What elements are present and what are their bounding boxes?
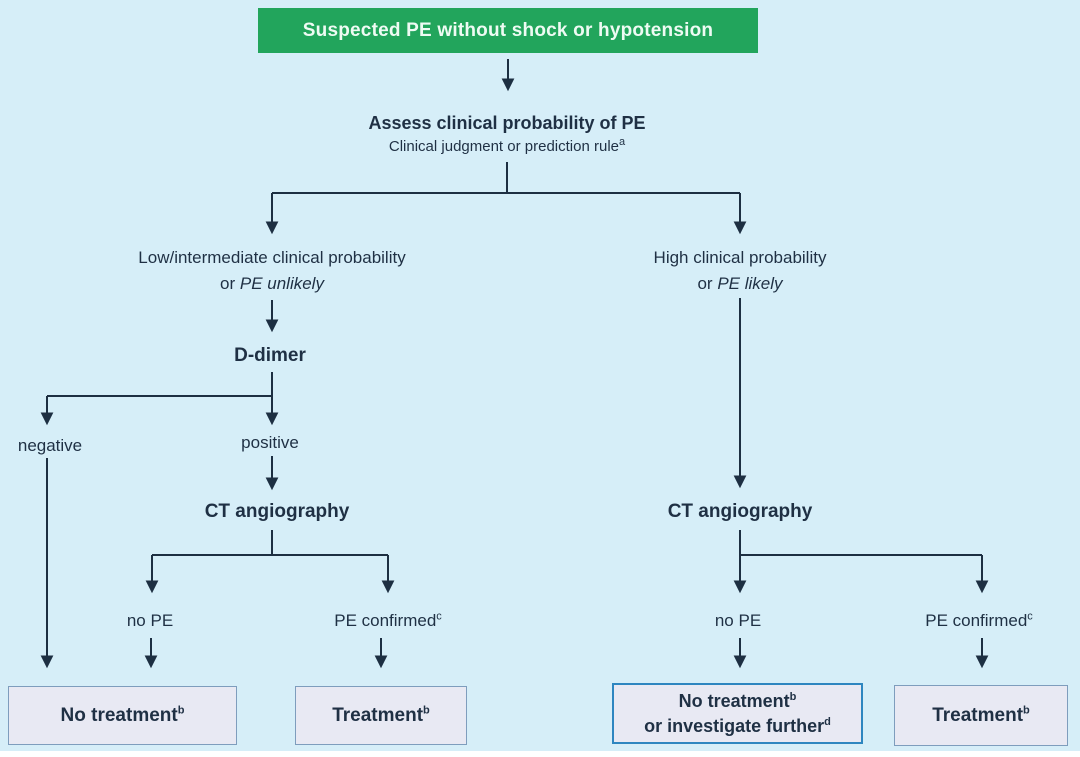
node-ct-angiography-right: CT angiography (667, 501, 813, 522)
footnote-c: c (436, 610, 442, 623)
label-negative: negative (17, 436, 83, 455)
node-assess-probability: Assess clinical probability of PE Clinic… (368, 110, 645, 157)
left-branch-line2: or PE unlikely (220, 274, 324, 293)
outcome-treatment-right: Treatmentb (894, 685, 1068, 746)
connector-assess-split-rail (272, 162, 740, 194)
pe-unlikely-italic: PE unlikely (239, 274, 324, 293)
label-pe-confirmed-right: PE confirmedc (925, 610, 1033, 630)
node-d-dimer: D-dimer (234, 345, 306, 366)
footnote-c: c (1027, 610, 1033, 623)
connector-ctleft-split-rail (152, 530, 388, 556)
pe-likely-italic: PE likely (717, 274, 783, 293)
outcome-no-treatment: No treatmentb (8, 686, 237, 745)
footnote-b: b (1023, 704, 1030, 717)
right-branch-line1: High clinical probability (653, 248, 827, 267)
label-pe-confirmed-left: PE confirmedc (334, 610, 442, 630)
bottom-margin (0, 751, 1080, 757)
footnote-d: d (824, 715, 831, 728)
node-high-probability: High clinical probability or PE likely (654, 245, 827, 297)
footnote-b: b (423, 704, 430, 717)
node-low-intermediate-probability: Low/intermediate clinical probability or… (138, 245, 405, 297)
assess-title: Assess clinical probability of PE (368, 113, 646, 133)
header-label: Suspected PE without shock or hypotensio… (302, 19, 714, 41)
node-ct-angiography-left: CT angiography (204, 501, 350, 522)
footnote-b: b (789, 690, 797, 703)
outcome-no-treatment-or-investigate: No treatmentb or investigate furtherd (612, 683, 863, 744)
left-branch-line1: Low/intermediate clinical probability (138, 248, 406, 267)
assess-subtitle: Clinical judgment or prediction rulea (388, 136, 626, 156)
header-suspected-pe: Suspected PE without shock or hypotensio… (258, 8, 758, 53)
footnote-a: a (619, 136, 626, 148)
outcome-treatment-left: Treatmentb (295, 686, 467, 745)
label-positive: positive (241, 433, 299, 452)
label-no-pe-left: no PE (126, 611, 174, 630)
right-branch-line2: or PE likely (697, 274, 783, 293)
connector-ctright-split-rail (739, 530, 982, 556)
footnote-b: b (177, 704, 185, 717)
label-no-pe-right: no PE (714, 611, 762, 630)
